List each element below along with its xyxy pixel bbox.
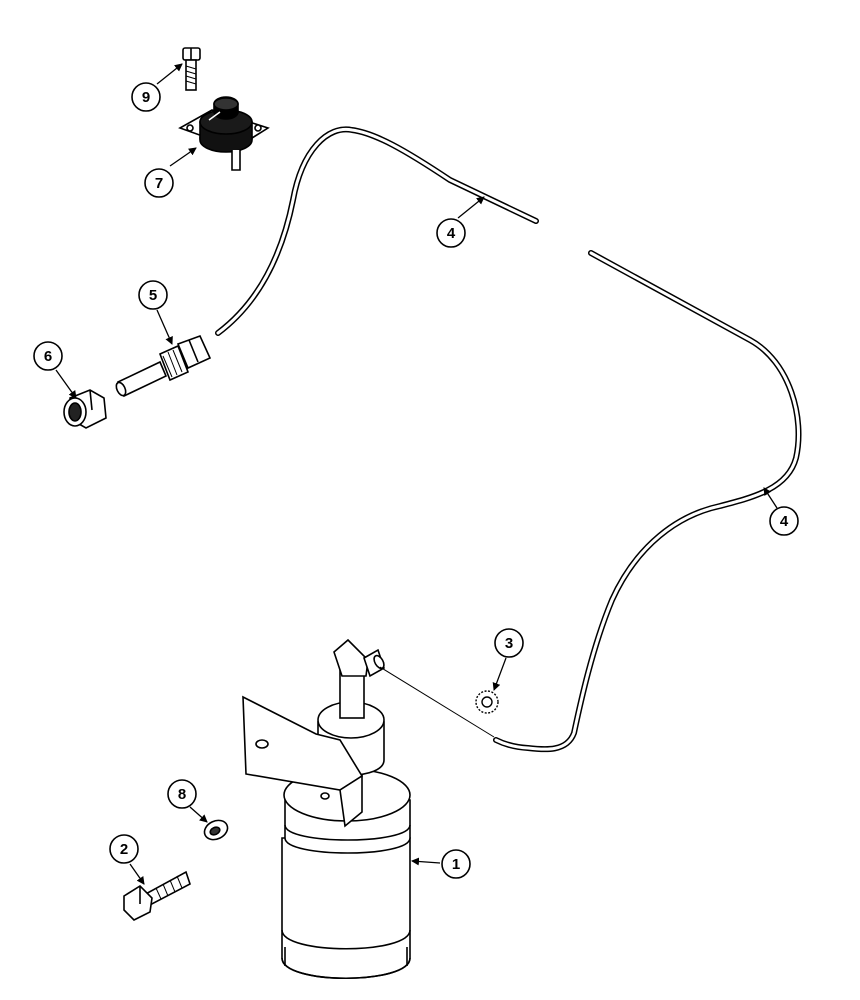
callout-4-lower-label: 4	[780, 513, 789, 530]
leader-lines	[55, 63, 778, 885]
receiver-drier-part-1	[242, 638, 411, 980]
capillary-tube-upper	[215, 126, 539, 336]
bolt-part-2	[123, 870, 191, 921]
callout-8-label: 8	[178, 786, 186, 803]
callout-3-label: 3	[505, 635, 513, 652]
callout-2: 2	[109, 834, 139, 864]
pressure-switch-part-7	[178, 96, 270, 171]
callout-9: 9	[131, 82, 161, 112]
lock-washer-part-3	[475, 690, 499, 714]
sensor-fitting-part-5	[115, 334, 212, 398]
callout-5: 5	[138, 280, 168, 310]
callout-1-label: 1	[452, 856, 460, 873]
callout-6: 6	[33, 341, 63, 371]
callout-6-label: 6	[44, 348, 52, 365]
callout-5-label: 5	[149, 287, 157, 304]
callout-7-label: 7	[155, 175, 163, 192]
callout-2-label: 2	[120, 841, 128, 858]
callout-4-lower: 4	[769, 506, 799, 536]
capillary-tube-lower	[493, 250, 802, 753]
callout-9-label: 9	[142, 89, 150, 106]
callout-7: 7	[144, 168, 174, 198]
callout-3: 3	[494, 628, 524, 658]
flat-washer-part-8	[203, 819, 229, 841]
callout-4-upper: 4	[436, 218, 466, 248]
callout-4-upper-label: 4	[447, 225, 456, 242]
cap-screw-part-9	[182, 47, 201, 91]
callout-1: 1	[441, 849, 471, 879]
nut-part-6	[63, 389, 107, 429]
callout-8: 8	[167, 779, 197, 809]
alignment-line	[379, 666, 495, 738]
